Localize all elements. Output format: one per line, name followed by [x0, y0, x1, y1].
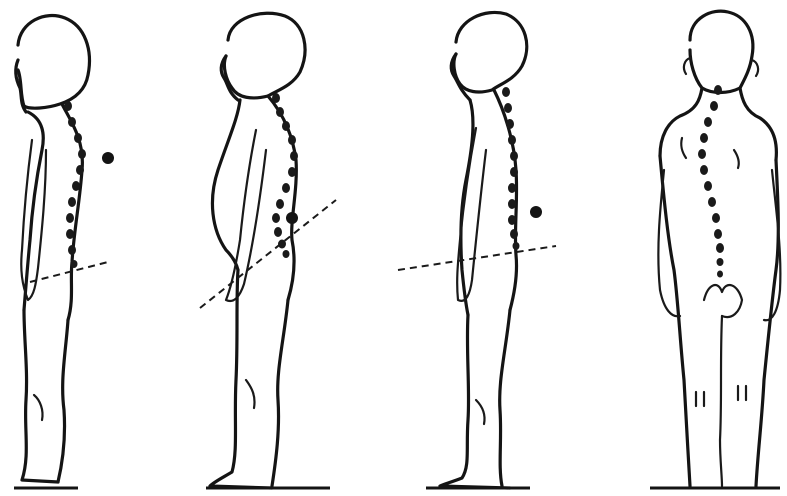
arm-outline [21, 140, 46, 300]
pelvis-line [398, 246, 556, 270]
torso-right [756, 160, 778, 486]
knee-crease [246, 380, 255, 408]
knee-marks-left [696, 392, 704, 406]
leg-divide [720, 316, 722, 486]
leg-front [22, 310, 58, 482]
pelvis-line [30, 262, 108, 282]
head-outline [18, 16, 89, 109]
knee-crease [34, 395, 43, 420]
shoulder-blade-left [681, 138, 686, 158]
head-outline [454, 12, 527, 92]
neck-shoulders [660, 88, 776, 160]
center-of-gravity-marker [530, 206, 542, 218]
leg-back [500, 310, 510, 486]
spine-dots [698, 85, 724, 278]
head-outline [224, 13, 305, 98]
ear-right [752, 60, 758, 76]
torso-left [660, 156, 690, 486]
center-of-gravity-marker [286, 212, 298, 224]
posture-figure-4 [650, 11, 780, 488]
knee-marks-right [738, 386, 746, 400]
leg-back [58, 320, 68, 482]
pelvis-line [200, 200, 336, 308]
posture-figure-2 [200, 13, 336, 488]
belly-outline [212, 100, 240, 270]
head-outline [690, 11, 753, 92]
leg-front [210, 270, 272, 488]
arm-outline [226, 130, 266, 301]
posture-figure-1 [14, 16, 114, 488]
posture-figure-3 [398, 12, 556, 488]
knee-crease [476, 400, 485, 424]
shoulder-blade-right [734, 150, 739, 168]
ear-left [684, 58, 690, 74]
leg-back [272, 300, 288, 486]
center-of-gravity-marker [102, 152, 114, 164]
buttock-line [704, 285, 742, 317]
